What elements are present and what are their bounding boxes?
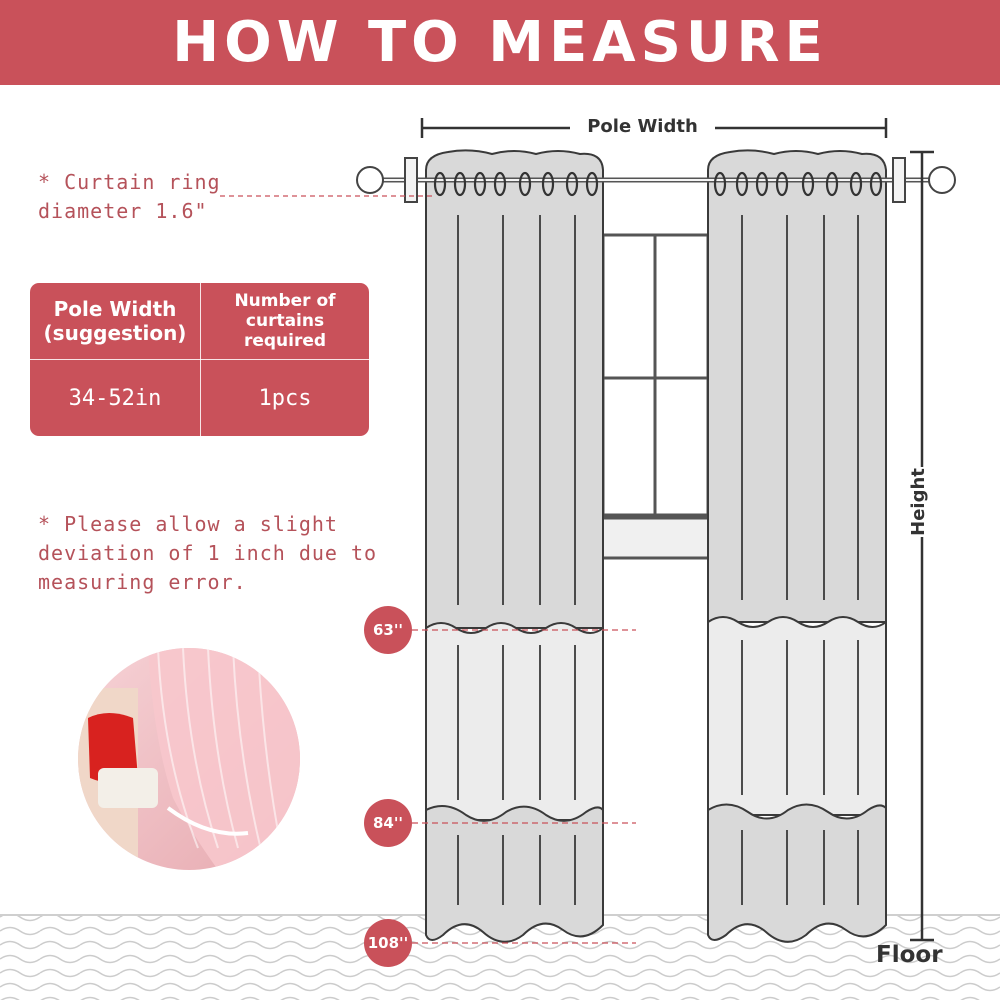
length-leader-lines	[412, 629, 636, 944]
height-label: Height	[908, 467, 932, 537]
curtain-ring-icons	[433, 171, 883, 197]
table-header-pole-width: Pole Width (suggestion)	[43, 297, 187, 345]
floor-label: Floor	[876, 942, 943, 968]
left-curtain-panel	[425, 149, 604, 943]
table-cell-pole-width: 34-52in	[68, 385, 162, 411]
right-curtain-panel	[707, 149, 887, 943]
length-badge-63: 63''	[364, 606, 412, 654]
window-icon	[598, 233, 714, 560]
curtain-photo-icon	[78, 648, 300, 870]
curtain-photo	[78, 648, 300, 870]
pole-width-label: Pole Width	[570, 116, 715, 137]
ring-diameter-note: * Curtain ring diameter 1.6"	[38, 170, 221, 223]
length-badge-108: 108''	[364, 919, 412, 967]
table-divider-horizontal	[30, 359, 369, 360]
table-header-curtain-count: Number of curtains required	[234, 291, 336, 351]
length-badge-84: 84''	[364, 799, 412, 847]
deviation-note: * Please allow a slight deviation of 1 i…	[38, 512, 378, 594]
height-dimension	[910, 150, 934, 942]
table-cell-curtain-count: 1pcs	[258, 385, 312, 411]
spec-table: Pole Width (suggestion) Number of curtai…	[30, 283, 369, 436]
header-banner: HOW TO MEASURE	[0, 0, 1000, 85]
page-title: HOW TO MEASURE	[172, 10, 828, 75]
